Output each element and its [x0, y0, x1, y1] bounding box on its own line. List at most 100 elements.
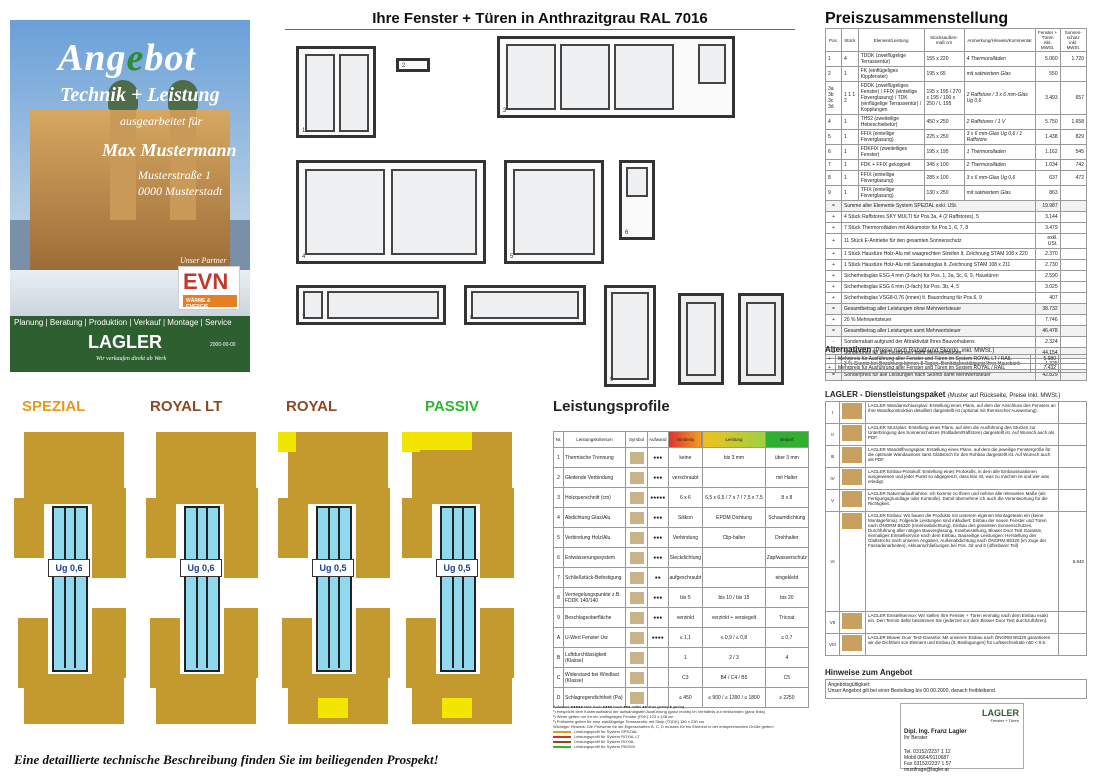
criterion-icon	[629, 631, 644, 644]
price-summary-row: +1 Stück Haustüre Holz-Alu mit waagrecht…	[825, 248, 1088, 260]
cover-prepared-for: ausgearbeitet für	[120, 114, 203, 128]
price-summary-row: +Sicherheitsglas ESG 6 mm (3-fach) für P…	[825, 281, 1088, 293]
u-value-label: Ug 0,5	[436, 559, 478, 577]
service-image	[842, 513, 862, 529]
entrance-door-1	[678, 293, 724, 385]
window-4: 4	[296, 160, 486, 264]
cover-street: Musterstraße 1	[138, 168, 211, 182]
criterion-icon	[629, 651, 644, 664]
alternatives-title: Alternativen (Preise nach Rabatt und Sko…	[825, 345, 995, 354]
contact-card: LAGLER Fenster + Türen Dipl. Ing. Franz …	[900, 703, 1024, 773]
abbey-dome-right	[168, 80, 198, 110]
window-6: 6	[619, 160, 655, 240]
alternative-row: +Mehrpreis für Ausführung aller Fenster …	[825, 363, 1087, 373]
hints-box: Angebotsgültigkeit:Unser Angebot gilt be…	[825, 679, 1087, 699]
legend-note: ¹) entspricht dem Kostenaufwand der aufw…	[553, 709, 766, 714]
price-summary-row: =Sonderpreis für alle Leistungen samt Me…	[825, 347, 1088, 359]
window-profile-royal-lt: Ug 0,6	[146, 428, 258, 724]
window-profile-passiv: Ug 0,5	[402, 428, 514, 724]
price-summary-row: +11 Stück E-Antriebe für den gesamten So…	[825, 233, 1088, 249]
entrance-door-2	[738, 293, 784, 385]
criterion-icon	[629, 491, 644, 504]
profile-name-spezial: SPEZIAL	[22, 398, 86, 415]
title-rule	[285, 29, 795, 30]
cover-subtitle: Technik + Leistung	[60, 84, 220, 106]
criterion-icon	[629, 471, 644, 484]
criterion-icon	[629, 571, 644, 584]
lagler-slogan: Wir verkaufen direkt ab Werk	[96, 356, 167, 362]
legend-note: ²) Werte gelten nur für ein einflügelige…	[553, 714, 674, 719]
window-7: 7	[296, 285, 446, 325]
window-profile-spezial: Ug 0,6	[14, 428, 126, 724]
legend-line: Leistungsprofil für System ROYAL	[553, 739, 809, 744]
cover-date: 2000-00-00	[210, 342, 236, 348]
price-title: Preiszusammenstellung	[825, 10, 1009, 27]
windows-title: Ihre Fenster + Türen in Anthrazitgrau RA…	[372, 10, 708, 27]
u-value-label: Ug 0,6	[48, 559, 90, 577]
service-image	[842, 425, 862, 441]
price-summary-row: =Gesamtbetrag aller Leistungen samt Mehr…	[825, 325, 1088, 337]
cover-nav: Planung | Beratung | Produktion | Verkau…	[14, 318, 232, 327]
service-image	[842, 491, 862, 507]
window-profile-royal: Ug 0,5	[278, 428, 390, 724]
price-summary-row: +4 Stück Raffstores SKY MULTI für Pos.3a…	[825, 211, 1088, 223]
services-title: LAGLER - Dienstleistungspaket (Muster au…	[825, 390, 1061, 399]
window-2: 2	[396, 58, 430, 72]
price-summary-row: =Gesamtbetrag aller Leistungen ohne Mehr…	[825, 303, 1088, 315]
glazing	[184, 506, 220, 672]
legend-note: ³) Prüfwerte gelten für eine zweiflügeli…	[553, 719, 705, 724]
criterion-icon	[629, 671, 644, 684]
cover-bottom-bar	[10, 316, 250, 372]
legend-line: Leistungsprofil für System ROYAL LT	[553, 734, 809, 739]
u-value-label: Ug 0,5	[312, 559, 354, 577]
profile-name-royal: ROYAL	[286, 398, 338, 415]
service-image	[842, 613, 862, 629]
criterion-icon	[629, 591, 644, 604]
criterion-icon	[629, 551, 644, 564]
price-summary-row: +Sicherheitsglas ESG 4 mm (3-fach) für P…	[825, 270, 1088, 282]
price-summary-row: -Sonderrabatt aufgrund der Attraktivität…	[825, 336, 1088, 348]
abbey-tower-right	[170, 100, 196, 220]
performance-legend: Aufwand: ●●●●● sehr hoch ●●●● hoch ●●● m…	[553, 704, 809, 749]
performance-title: Leistungsprofile	[553, 398, 670, 415]
price-summary-row: =Summe aller Elemente System SPEZIAL exk…	[825, 200, 1088, 212]
abbey-dome-left	[108, 80, 138, 110]
criterion-icon	[629, 531, 644, 544]
alternatives-table: +Mehrpreis für Ausführung aller Fenster …	[825, 354, 1087, 373]
criterion-icon	[629, 611, 644, 624]
price-summary-row: +1 Stück Haustüre Holz-Alu mit Satainato…	[825, 259, 1088, 271]
legend-note: Wichtiger Hinweis: Die Prüfwerte für die…	[553, 724, 774, 729]
legend-note: Aufwand: ●●●●● sehr hoch ●●●● hoch ●●● m…	[553, 704, 685, 709]
cover-customer: Max Mustermann	[102, 140, 237, 160]
glazing	[52, 506, 88, 672]
glazing	[316, 506, 352, 672]
price-summary-row: +7 Stück Thermorolläden mit Akkumotor fü…	[825, 222, 1088, 234]
offer-cover: Angebot Technik + Leistung ausgearbeitet…	[10, 20, 250, 372]
lagler-logo: LAGLER	[88, 332, 162, 352]
